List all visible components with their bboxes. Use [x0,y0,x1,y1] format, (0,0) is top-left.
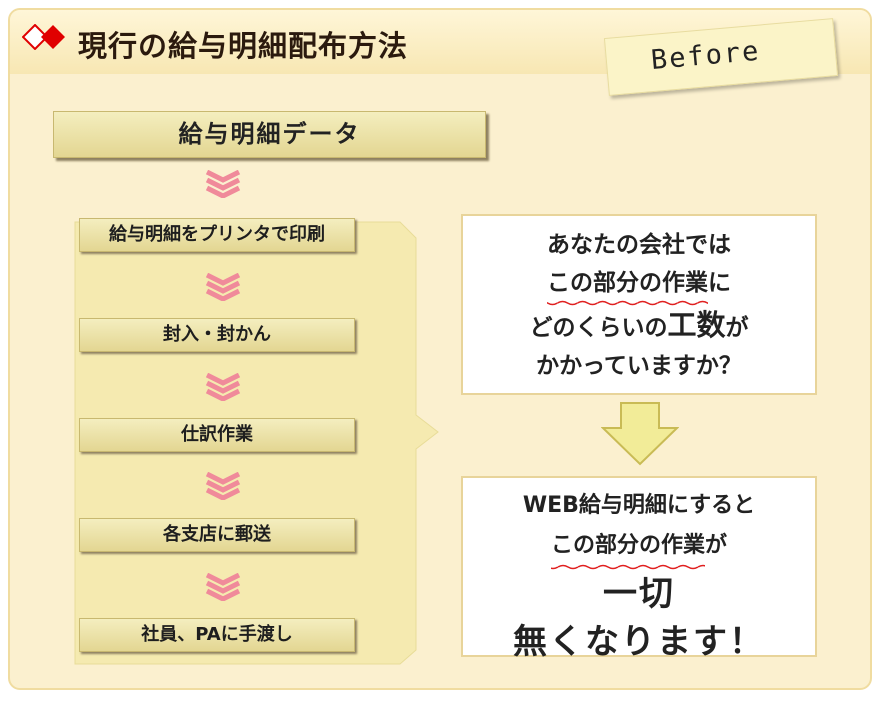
emphasis-text: 工数 [667,308,726,342]
chevron-down-icon [205,170,241,198]
diamond-icon [41,25,65,49]
step-sort: 仕訳作業 [79,418,355,452]
answer-box: WEB給与明細にすると この部分の作業が 一切 無くなります！ [461,476,817,662]
chevron-down-icon [205,373,241,401]
chevron-down-icon [205,273,241,301]
chevron-down-icon [205,472,241,500]
highlighted-phrase: この部分の作業 [550,526,705,570]
highlighted-phrase: この部分の作業 [547,264,708,306]
question-box: あなたの会社では この部分の作業に どのくらいの工数が かかっていますか？ [461,214,817,395]
payroll-data-box: 給与明細データ [53,111,486,158]
question-line: どのくらいの工数が [529,308,749,342]
answer-emphasis: 一切 [603,574,675,614]
answer-line: この部分の作業が [463,526,815,570]
page-title: 現行の給与明細配布方法 [78,29,409,63]
question-line: あなたの会社では [547,232,731,258]
answer-line: WEB給与明細にすると [522,493,756,518]
question-line: この部分の作業に [463,264,815,306]
step-mail: 各支店に郵送 [79,518,355,552]
step-print: 給与明細をプリンタで印刷 [79,218,355,252]
step-handover: 社員、PAに手渡し [79,618,355,652]
chevron-down-icon [205,573,241,601]
step-enclose: 封入・封かん [79,318,355,352]
question-line: かかっていますか？ [536,353,742,379]
diamond-icon-outline [22,24,48,50]
answer-emphasis: 無くなります！ [513,622,765,662]
down-arrow-icon [601,402,679,466]
